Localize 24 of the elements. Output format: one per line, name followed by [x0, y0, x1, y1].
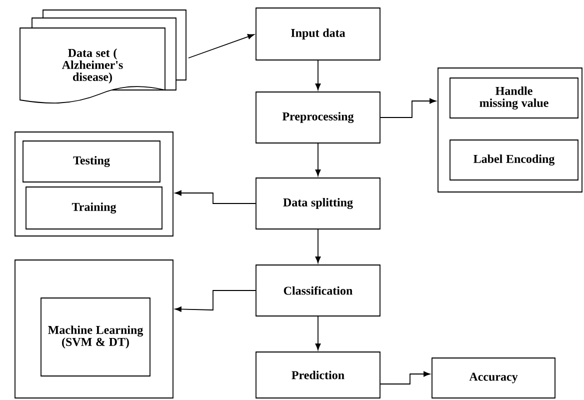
- process-box: Preprocessing: [256, 92, 380, 144]
- process-box: Training: [26, 186, 162, 230]
- container-box: [438, 68, 582, 192]
- process-box: Classification: [256, 264, 380, 316]
- process-box: Testing: [22, 140, 160, 182]
- arrow: [315, 229, 321, 264]
- container-box: [14, 132, 174, 236]
- process-box: Machine Learning (SVM & DT): [40, 298, 150, 376]
- arrow: [174, 290, 256, 312]
- process-box: Label Encoding: [450, 140, 578, 180]
- process-box: Handle missing value: [450, 78, 578, 118]
- arrow: [315, 143, 321, 176]
- arrow: [380, 98, 436, 118]
- process-box: Accuracy: [432, 358, 556, 398]
- arrow: [188, 34, 254, 58]
- process-box: Data splitting: [256, 178, 380, 230]
- process-box: Prediction: [256, 352, 380, 398]
- arrow: [315, 316, 321, 350]
- arrow: [380, 371, 430, 384]
- arrow: [315, 60, 321, 90]
- container-box: [14, 260, 174, 398]
- process-box: Input data: [256, 8, 380, 60]
- arrow: [174, 190, 256, 204]
- document-stack: Data set ( Alzheimer's disease): [20, 10, 186, 104]
